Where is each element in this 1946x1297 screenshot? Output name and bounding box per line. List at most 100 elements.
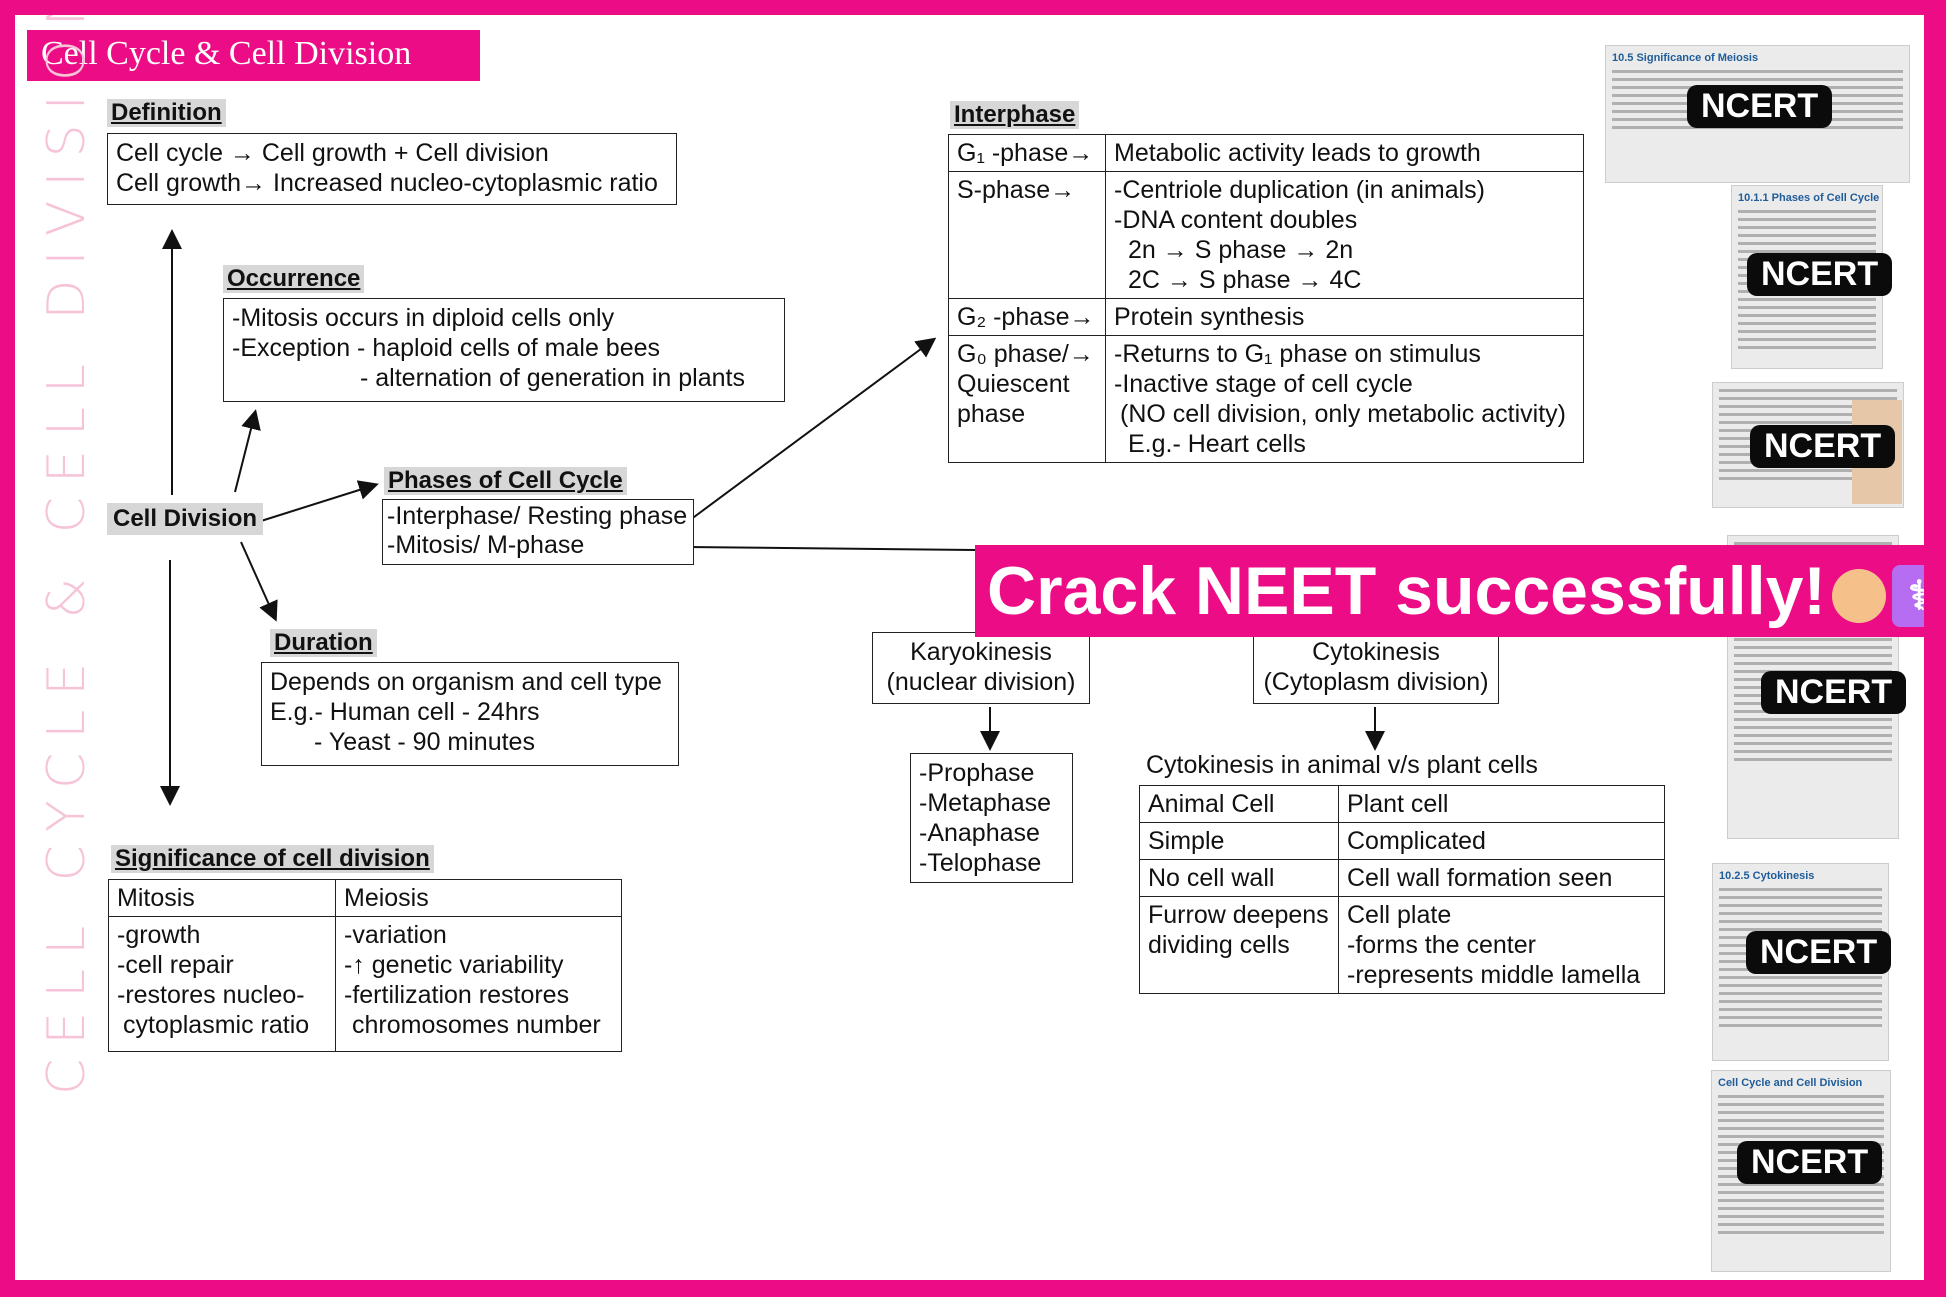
table-row: G₂ -phase→ Protein synthesis bbox=[948, 298, 1584, 336]
table-cell: Furrow deepens dividing cells bbox=[1139, 896, 1339, 994]
table-cell: Cell plate -forms the center -represents… bbox=[1338, 896, 1665, 994]
cell-line: -fertilization restores bbox=[344, 981, 570, 1009]
cytokinesis-line: Cytokinesis bbox=[1312, 638, 1440, 666]
phases-line: -Interphase/ Resting phase bbox=[387, 502, 688, 530]
phase-label: G₂ -phase→ bbox=[957, 303, 1095, 331]
poster-canvas: Cell Cycle & Cell Division CELL CYCLE & … bbox=[15, 15, 1924, 1280]
cytokinesis-compare-table: Animal Cell Plant cell Simple Complicate… bbox=[1139, 785, 1665, 994]
definition-heading: Definition bbox=[107, 99, 226, 127]
cell-line: -↑ genetic variability bbox=[344, 951, 564, 979]
phase-label: phase bbox=[957, 400, 1026, 428]
ncert-badge: NCERT bbox=[1747, 253, 1893, 296]
ncert-badge: NCERT bbox=[1761, 671, 1907, 714]
interphase-table: G₁ -phase→ Metabolic activity leads to g… bbox=[948, 134, 1584, 463]
student-emoji-icon bbox=[1832, 569, 1887, 624]
table-cell: Complicated bbox=[1338, 822, 1665, 860]
promo-banner: Crack NEET successfully! ⚕ bbox=[975, 545, 1924, 637]
cell-line: chromosomes number bbox=[352, 1011, 601, 1039]
thumbnail-heading: 10.2.5 Cytokinesis bbox=[1719, 870, 1815, 882]
table-cell: -variation -↑ genetic variability -ferti… bbox=[335, 916, 622, 1052]
definition-line: Cell cycle → Cell growth + Cell division bbox=[116, 139, 549, 167]
medical-symbol-icon: ⚕ bbox=[1892, 565, 1924, 628]
duration-line: E.g.- Human cell - 24hrs bbox=[270, 698, 540, 726]
occurrence-box: -Mitosis occurs in diploid cells only -E… bbox=[223, 298, 785, 402]
arrow-to-duration bbox=[240, 541, 278, 622]
phase-cell: G₁ -phase→ bbox=[948, 134, 1106, 172]
occurrence-line: -Exception - haploid cells of male bees bbox=[232, 334, 661, 362]
cytokinesis-compare-title: Cytokinesis in animal v/s plant cells bbox=[1146, 751, 1538, 779]
title-underline bbox=[27, 78, 480, 81]
cell-line: -represents middle lamella bbox=[1347, 961, 1641, 989]
phase-desc-line: 2C → S phase → 4C bbox=[1128, 266, 1362, 294]
ncert-badge: NCERT bbox=[1737, 1141, 1883, 1184]
cell-line: -forms the center bbox=[1347, 931, 1536, 959]
stage-item: -Anaphase bbox=[919, 819, 1040, 847]
phase-desc-line: -Inactive stage of cell cycle bbox=[1114, 370, 1413, 398]
karyokinesis-line: Karyokinesis bbox=[910, 638, 1052, 666]
arrow-to-interphase bbox=[689, 337, 937, 521]
cell-line: -restores nucleo- bbox=[117, 981, 305, 1009]
phase-cell: S-phase→ bbox=[948, 171, 1106, 299]
ncert-badge: NCERT bbox=[1687, 85, 1833, 128]
cell-line: Furrow deepens bbox=[1148, 901, 1329, 929]
definition-line: Cell growth→ Increased nucleo-cytoplasmi… bbox=[116, 169, 658, 197]
page-title: Cell Cycle & Cell Division bbox=[27, 30, 480, 78]
thumbnail-heading: 10.5 Significance of Meiosis bbox=[1612, 52, 1759, 64]
phase-desc-line: 2n → S phase → 2n bbox=[1128, 236, 1354, 264]
table-header-cell: Plant cell bbox=[1338, 785, 1665, 823]
occurrence-line: -Mitosis occurs in diploid cells only bbox=[232, 304, 615, 332]
cell-line: cytoplasmic ratio bbox=[123, 1011, 310, 1039]
stage-item: -Telophase bbox=[919, 849, 1042, 877]
phase-desc-cell: -Centriole duplication (in animals) -DNA… bbox=[1105, 171, 1584, 299]
phase-label: S-phase→ bbox=[957, 176, 1076, 204]
occurrence-line: - alternation of generation in plants bbox=[360, 364, 745, 392]
table-row: -growth -cell repair -restores nucleo- c… bbox=[108, 916, 622, 1052]
cell-line: -variation bbox=[344, 921, 447, 949]
phase-label: G₁ -phase→ bbox=[957, 139, 1094, 167]
table-row: No cell wall Cell wall formation seen bbox=[1139, 859, 1665, 897]
table-cell: -growth -cell repair -restores nucleo- c… bbox=[108, 916, 336, 1052]
phase-label: Quiescent bbox=[957, 370, 1070, 398]
table-cell: Cell wall formation seen bbox=[1338, 859, 1665, 897]
cytokinesis-line: (Cytoplasm division) bbox=[1263, 668, 1489, 696]
karyokinesis-stages-box: -Prophase -Metaphase -Anaphase -Telophas… bbox=[910, 753, 1073, 883]
stage-item: -Prophase bbox=[919, 759, 1035, 787]
cell-line: dividing cells bbox=[1148, 931, 1290, 959]
occurrence-heading: Occurrence bbox=[223, 265, 365, 293]
thumbnail-heading: Cell Cycle and Cell Division bbox=[1718, 1077, 1863, 1089]
duration-line: Depends on organism and cell type bbox=[270, 668, 662, 696]
phase-cell: G₀ phase/→ Quiescent phase bbox=[948, 335, 1106, 463]
cell-line: Cell plate bbox=[1347, 901, 1452, 929]
promo-text: Crack NEET successfully! bbox=[987, 553, 1827, 629]
stage-item: -Metaphase bbox=[919, 789, 1052, 817]
phase-desc-cell: Metabolic activity leads to growth bbox=[1105, 134, 1584, 172]
phase-desc-line: -Returns to G₁ phase on stimulus bbox=[1114, 340, 1481, 368]
significance-table: Mitosis Meiosis -growth -cell repair -re… bbox=[108, 879, 622, 1052]
phase-desc-cell: -Returns to G₁ phase on stimulus -Inacti… bbox=[1105, 335, 1584, 463]
duration-heading: Duration bbox=[270, 629, 377, 657]
cell-line: -cell repair bbox=[117, 951, 234, 979]
table-row: Simple Complicated bbox=[1139, 822, 1665, 860]
cell-division-node: Cell Division bbox=[107, 503, 264, 535]
table-cell: Simple bbox=[1139, 822, 1339, 860]
cytokinesis-box: Cytokinesis (Cytoplasm division) bbox=[1253, 632, 1499, 704]
phase-cell: G₂ -phase→ bbox=[948, 298, 1106, 336]
phase-desc-line: Metabolic activity leads to growth bbox=[1114, 139, 1481, 167]
table-row: G₀ phase/→ Quiescent phase -Returns to G… bbox=[948, 335, 1584, 463]
interphase-heading: Interphase bbox=[950, 101, 1080, 129]
significance-heading: Significance of cell division bbox=[111, 845, 434, 873]
phases-box: -Interphase/ Resting phase -Mitosis/ M-p… bbox=[382, 499, 694, 565]
table-header-cell: Mitosis bbox=[108, 879, 336, 917]
table-row: S-phase→ -Centriole duplication (in anim… bbox=[948, 171, 1584, 299]
ncert-badge: NCERT bbox=[1746, 931, 1892, 974]
table-row: Mitosis Meiosis bbox=[108, 879, 622, 917]
table-header-cell: Meiosis bbox=[335, 879, 622, 917]
karyokinesis-line: (nuclear division) bbox=[886, 668, 1076, 696]
phases-line: -Mitosis/ M-phase bbox=[387, 531, 585, 559]
arrow-to-phases bbox=[260, 480, 379, 522]
thumbnail-heading: 10.1.1 Phases of Cell Cycle bbox=[1738, 192, 1880, 204]
phase-desc-line: E.g.- Heart cells bbox=[1128, 430, 1306, 458]
table-row: Animal Cell Plant cell bbox=[1139, 785, 1665, 823]
table-row: Furrow deepens dividing cells Cell plate… bbox=[1139, 896, 1665, 994]
phase-desc-line: -DNA content doubles bbox=[1114, 206, 1358, 234]
